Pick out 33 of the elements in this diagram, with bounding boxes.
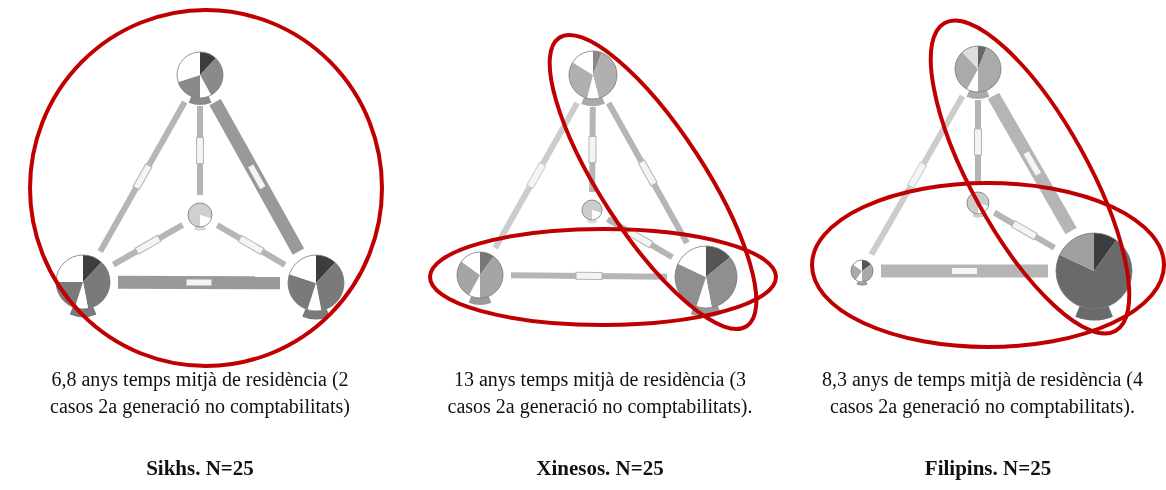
connector-line	[510, 271, 668, 281]
connector-line	[111, 222, 185, 268]
connector-line	[606, 101, 690, 245]
group-title: Sikhs. N=25	[146, 456, 254, 481]
pie-chart-node	[187, 202, 213, 232]
group-title: Xinesos. N=25	[536, 456, 664, 481]
connector-line	[97, 100, 188, 253]
pie-chart-node	[456, 251, 504, 306]
pie-chart-node	[287, 254, 345, 321]
pie-chart-node	[176, 51, 224, 106]
connector-line	[987, 92, 1077, 235]
pie-chart-node	[581, 199, 603, 225]
caption-text: 8,3 anys de temps mitjà de residència (4 casos 2a generació no comptabilitats).	[821, 367, 1144, 420]
connector-line	[588, 106, 597, 193]
pie-chart-node	[674, 245, 738, 319]
group-title: Filipins. N=25	[924, 456, 1052, 481]
pie-chart-node	[568, 50, 618, 108]
pie-chart-node	[55, 254, 111, 319]
connector-line	[881, 264, 1048, 278]
pie-chart-node	[1055, 232, 1133, 322]
pie-chart-node	[954, 45, 1002, 100]
connector-line	[992, 210, 1056, 251]
caption-text: 13 anys temps mitjà de residència (3 casos 2a generació no comptabilitats).	[446, 367, 754, 420]
connector-line	[196, 106, 204, 195]
caption-text: 6,8 anys temps mitjà de residència (2 casos 2a generació no comptabilitats)	[49, 367, 351, 420]
connector-line	[492, 101, 580, 250]
connector-line	[974, 100, 982, 184]
pie-chart-node	[850, 259, 874, 287]
connector-line	[868, 94, 966, 256]
pie-chart-node	[966, 191, 990, 219]
connector-line	[209, 98, 305, 255]
connector-line	[117, 275, 281, 290]
connector-line	[215, 222, 287, 268]
